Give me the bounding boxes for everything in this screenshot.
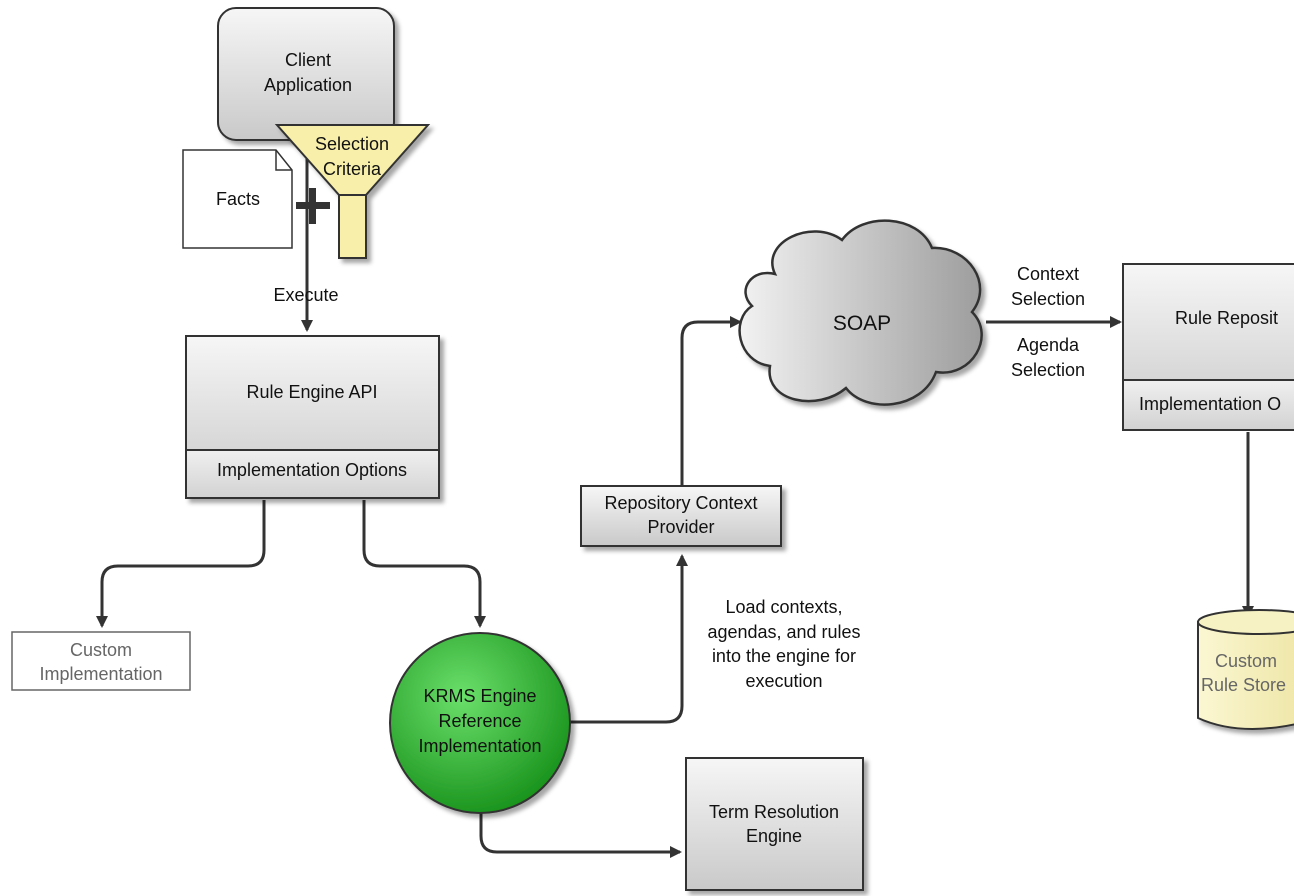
load-contexts-label-1: Load contexts, (725, 597, 842, 617)
load-contexts-label-3: into the engine for (712, 646, 856, 666)
rule-repository-implementation-label: Implementation O (1139, 394, 1281, 414)
rule-repository (1122, 263, 1294, 431)
term-resolution-label-1: Term Resolution (709, 802, 839, 822)
load-contexts-label-4: execution (745, 671, 822, 691)
repository-context-provider (580, 485, 782, 547)
implementation-options-label: Implementation Options (217, 460, 407, 480)
krms-engine-reference-implementation (389, 632, 571, 814)
soap-label: SOAP (833, 312, 891, 335)
facts-label: Facts (216, 189, 260, 209)
custom-rule-store (1197, 609, 1294, 730)
client-application-label-2: Application (264, 75, 352, 95)
soap-cloud (738, 219, 983, 406)
krms-engine-label-2: Reference (438, 711, 521, 731)
context-selection-label-1: Context (1017, 264, 1079, 284)
context-selection-label-2: Selection (1011, 289, 1085, 309)
to-krms-arrow (362, 500, 486, 628)
selection-criteria-funnel (274, 124, 431, 259)
client-application-label-1: Client (285, 50, 331, 70)
agenda-selection-label-2: Selection (1011, 360, 1085, 380)
load-contexts-label-2: agendas, and rules (707, 622, 860, 642)
custom-implementation (11, 631, 191, 691)
repository-context-provider-label-1: Repository Context (604, 493, 757, 513)
custom-implementation-label-2: Implementation (39, 664, 162, 684)
selection-criteria-label-2: Criteria (323, 159, 382, 179)
to-soap-arrow (680, 316, 742, 486)
rule-repository-title: Rule Reposit (1175, 308, 1278, 328)
krms-engine-label-3: Implementation (418, 736, 541, 756)
term-resolution-label-2: Engine (746, 826, 802, 846)
agenda-selection-label-1: Agenda (1017, 335, 1080, 355)
client-application (217, 7, 395, 141)
plus-icon (296, 188, 330, 224)
facts-document (182, 149, 293, 249)
to-repo-provider-arrow (570, 554, 688, 724)
repository-context-provider-label-2: Provider (647, 517, 714, 537)
to-custom-impl-arrow (96, 500, 266, 628)
term-resolution-engine (685, 757, 864, 891)
krms-engine-label-1: KRMS Engine (423, 686, 536, 706)
custom-implementation-label-1: Custom (70, 640, 132, 660)
custom-rule-store-label-1: Custom (1215, 651, 1277, 671)
execute-label: Execute (273, 285, 338, 305)
connectors (96, 155, 1254, 858)
selection-criteria-label-1: Selection (315, 134, 389, 154)
rule-engine-api-title: Rule Engine API (246, 382, 377, 402)
rule-engine-api (185, 335, 440, 499)
custom-rule-store-label-2: Rule Store (1201, 675, 1286, 695)
to-term-resolution-arrow (479, 812, 682, 858)
